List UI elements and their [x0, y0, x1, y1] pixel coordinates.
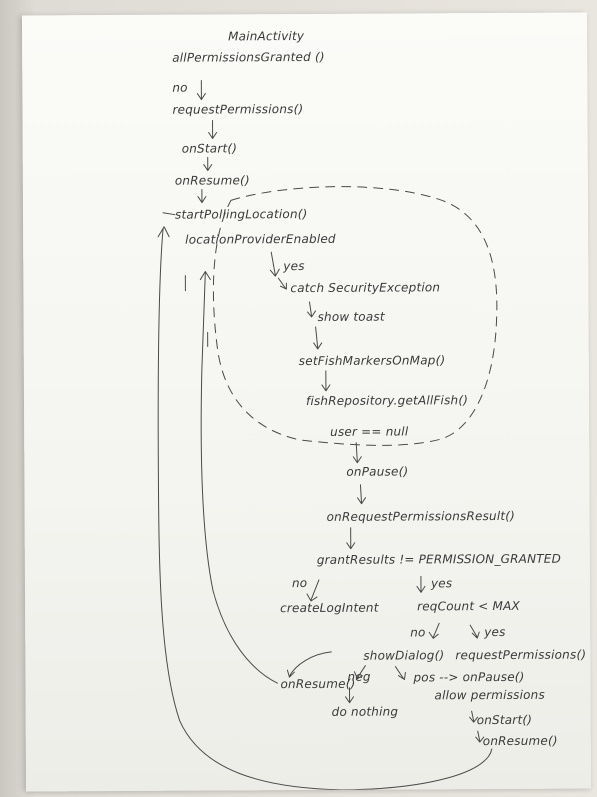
arrow-enabled-to-yes [269, 251, 280, 277]
flow-arrows [196, 80, 485, 743]
arrow-grant-to-yes [416, 575, 426, 593]
set-fish-markers-label: setFishMarkersOnMap() [299, 353, 446, 368]
main-activity-label: MainActivity [228, 29, 305, 43]
arrow-onresume-to-polling [197, 189, 207, 204]
request-permissions-label-2: requestPermissions() [455, 648, 586, 663]
catch-security-exception-label: catch SecurityException [290, 280, 440, 295]
paper-sheet: MainActivity allPermissionsGranted () no… [21, 12, 592, 792]
arrow-request-to-onstart [208, 119, 218, 139]
arrow-result-to-grant [346, 527, 356, 550]
do-nothing-label: do nothing [332, 705, 399, 719]
on-request-permissions-result-label: onRequestPermissionsResult() [327, 509, 516, 524]
no-label-1: no [172, 81, 187, 95]
on-resume-label-3: onResume() [483, 734, 558, 748]
on-resume-label-1: onResume() [175, 173, 250, 187]
request-permissions-label-1: requestPermissions() [172, 102, 303, 117]
no-label-3: no [410, 625, 425, 639]
all-permissions-granted-label: allPermissionsGranted () [172, 50, 325, 65]
arrow-reqcount-to-no [428, 622, 440, 639]
yes-label-2: yes [430, 576, 452, 590]
on-pause-label-1: onPause() [346, 464, 408, 478]
create-log-intent-label: createLogIntent [280, 601, 380, 616]
arrow-allow-to-onstart [469, 710, 479, 723]
yes-label-1: yes [282, 259, 304, 273]
arrow-catch-to-toast [307, 301, 317, 318]
arrow-dialog-to-pos [394, 666, 406, 680]
req-count-label: reqCount < MAX [417, 599, 520, 614]
on-start-label-1: onStart() [182, 141, 238, 155]
polling-loop-dashed [212, 186, 498, 446]
arrow-dialog-to-onresume [286, 651, 332, 678]
arrow-onstart-to-onresume [203, 157, 213, 172]
on-start-label-2: onStart() [477, 713, 533, 727]
pos-on-pause-label: pos --> onPause() [412, 670, 524, 685]
allow-permissions-label: allow permissions [435, 688, 545, 703]
arrow-grant-to-no [306, 579, 320, 602]
arrow-onpause-to-result [357, 484, 367, 505]
show-dialog-label: showDialog() [363, 648, 444, 662]
show-toast-label: show toast [318, 310, 386, 324]
arrow-markers-to-repository [321, 370, 331, 392]
start-polling-location-label: startPollingLocation() [175, 207, 308, 222]
fish-repository-label: fishRepository.getAllFish() [306, 393, 468, 408]
yes-label-3: yes [483, 625, 505, 639]
user-null-label: user == null [330, 424, 409, 438]
arrow-user-to-onpause [352, 442, 362, 464]
arrow-no-to-request [196, 80, 206, 101]
flow-diagram: MainActivity allPermissionsGranted () no… [157, 29, 586, 791]
arrow-neg-to-nothing [345, 687, 355, 704]
outer-loop-connector [162, 212, 176, 216]
loop-arrow-onresume-to-polling [199, 271, 278, 684]
outer-loop-arrow [157, 226, 493, 791]
arrow-onstart-to-onresume [475, 730, 485, 743]
on-resume-label-2: onResume() [280, 677, 355, 691]
arrow-dialog-to-neg [353, 665, 366, 680]
neg-label: neg [347, 670, 370, 684]
grant-results-label: grantResults != PERMISSION_GRANTED [317, 552, 561, 567]
arrow-toast-to-markers [313, 326, 323, 350]
no-label-2: no [292, 576, 307, 590]
arrow-yes-to-catch [277, 277, 287, 290]
location-provider-enabled-label: locationProviderEnabled [185, 232, 336, 247]
arrow-reqcount-to-yes [469, 624, 480, 639]
